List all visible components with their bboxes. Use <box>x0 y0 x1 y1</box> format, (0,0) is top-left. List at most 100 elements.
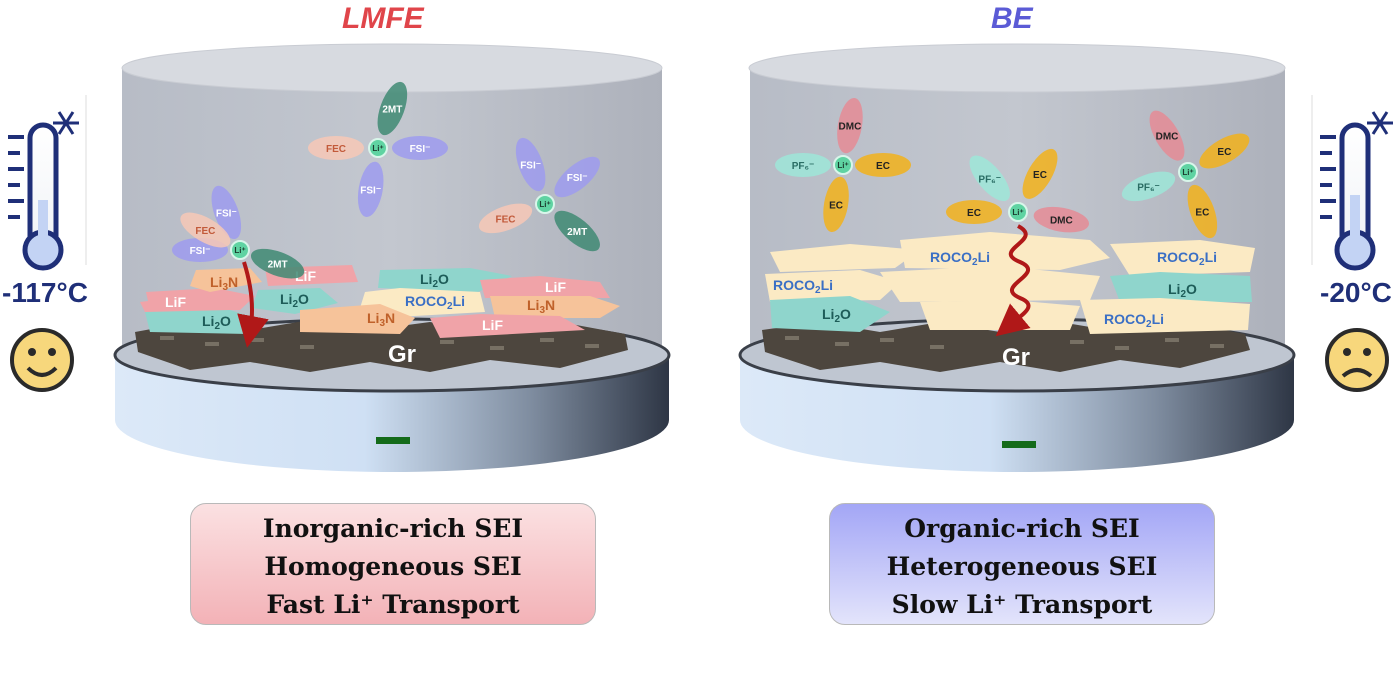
ligand-label: FEC <box>195 226 215 237</box>
left-sei-li2o-2: Li2O <box>280 291 309 310</box>
ligand-label: FSI⁻ <box>520 161 541 172</box>
li-ion-label: Li⁺ <box>234 246 245 255</box>
ligand-label: FSI⁻ <box>216 208 237 219</box>
li-ion <box>1008 202 1028 222</box>
left-solvation-cluster: FSI⁻ FSI⁻ 2MT FEC Li⁺ <box>478 137 600 252</box>
right-panel-title: BE <box>991 2 1033 35</box>
left-panel-title: LMFE <box>342 2 424 35</box>
sad-face-icon <box>1325 328 1389 392</box>
happy-face-icon <box>10 328 74 392</box>
ligand-molecule <box>180 212 231 248</box>
right-caption-line-1: Organic-rich SEI <box>904 514 1140 543</box>
ligand-label: EC <box>967 208 981 219</box>
ligand-label: FSI⁻ <box>567 173 588 184</box>
li-ion <box>535 194 555 214</box>
left-minus-sign <box>376 437 410 444</box>
left-solvation-structures: FEC2MTFSI⁻FSI⁻Li⁺FSI⁻2MTFSI⁻FECLi⁺FSI⁻FS… <box>172 81 600 279</box>
right-sei-roco2li-2: ROCO2Li <box>1157 249 1217 268</box>
left-cylinder-body <box>122 68 662 345</box>
right-caption-line-3: Slow Li⁺ Transport <box>891 590 1153 619</box>
ligand-molecule <box>377 81 408 136</box>
ligand-molecule <box>837 97 863 154</box>
li-ion <box>833 155 853 175</box>
ligand-molecule <box>554 210 600 252</box>
ligand-label: FEC <box>496 214 516 225</box>
left-caption-line-3: Fast Li⁺ Transport <box>266 590 520 619</box>
ligand-molecule <box>357 161 384 218</box>
ligand-molecule <box>1022 148 1058 199</box>
ligand-label: FSI⁻ <box>190 246 211 257</box>
right-sei-li2o-1: Li2O <box>1168 281 1197 300</box>
right-snowflake-icon <box>1367 111 1393 135</box>
ligand-molecule <box>478 203 533 234</box>
right-graphite-layer <box>762 322 1250 372</box>
ligand-molecule <box>855 153 911 177</box>
left-caption-line-2: Homogeneous SEI <box>264 552 522 581</box>
ligand-label: EC <box>1033 170 1047 181</box>
li-ion-label: Li⁺ <box>1012 208 1023 217</box>
left-thermometer-icon <box>8 95 87 271</box>
left-li-transport-arrow <box>237 261 269 348</box>
ligand-molecule <box>1121 171 1176 202</box>
ligand-label: 2MT <box>268 260 288 271</box>
ligand-molecule <box>211 185 242 240</box>
left-sei-lif-4: LiF <box>482 317 503 333</box>
left-snowflake-icon <box>53 111 79 135</box>
ligand-label: PF₆⁻ <box>1137 182 1160 193</box>
ligand-label: DMC <box>1156 132 1179 143</box>
ligand-label: DMC <box>1050 216 1073 227</box>
left-sei-li2o-1: Li2O <box>202 313 231 332</box>
left-sei-li3n-2: Li3N <box>367 310 395 329</box>
li-ion-label: Li⁺ <box>539 200 550 209</box>
li-ion <box>230 240 250 260</box>
ligand-molecule <box>392 136 448 160</box>
ligand-molecule <box>250 248 305 279</box>
li-ion <box>368 138 388 158</box>
ligand-molecule <box>946 200 1002 224</box>
right-sei-li2o-2: Li2O <box>822 306 851 325</box>
ligand-molecule <box>515 137 546 192</box>
left-caption-box: Inorganic-rich SEI Homogeneous SEI Fast … <box>190 503 596 625</box>
ligand-molecule <box>1033 206 1089 233</box>
li-ion-label: Li⁺ <box>1182 168 1193 177</box>
ligand-label: FSI⁻ <box>410 144 431 155</box>
ligand-molecule <box>308 136 364 160</box>
right-li-transport-arrow <box>995 224 1031 337</box>
left-sei-li3n-1: Li3N <box>210 274 238 293</box>
li-ion-label: Li⁺ <box>837 161 848 170</box>
left-sei-lif-3: LiF <box>545 279 566 295</box>
ligand-molecule <box>554 156 600 198</box>
left-sei-layer <box>140 265 620 338</box>
ligand-molecule <box>1199 133 1250 169</box>
right-minus-sign <box>1002 441 1036 448</box>
ligand-label: EC <box>876 161 890 172</box>
ligand-molecule <box>1187 184 1218 239</box>
left-sei-li3n-3: Li3N <box>527 297 555 316</box>
right-temperature: -20°C <box>1320 277 1392 308</box>
ligand-label: 2MT <box>567 227 587 238</box>
ligand-molecule <box>775 153 831 177</box>
right-solvation-cluster: PF₆⁻ EC DMC EC Li⁺ <box>946 148 1089 233</box>
left-cylinder-top <box>121 43 663 93</box>
left-panel: Gr Li3N LiF Li2O LiF Li2O Li2O ROCO2Li L… <box>113 43 671 472</box>
left-caption-line-1: Inorganic-rich SEI <box>262 514 524 543</box>
ligand-label: FEC <box>326 144 346 155</box>
ligand-label: PF₆⁻ <box>978 174 1001 185</box>
left-electrode-label: Gr <box>388 341 416 368</box>
ligand-label: 2MT <box>382 105 402 116</box>
right-panel: Gr ROCO2Li ROCO2Li ROCO2Li Li2O Li2O ROC… <box>738 43 1296 472</box>
ligand-label: EC <box>1195 207 1209 218</box>
ligand-molecule <box>969 155 1010 202</box>
left-temperature: -117°C <box>2 277 88 308</box>
ligand-label: DMC <box>839 122 862 133</box>
left-sei-lif-1: LiF <box>165 294 186 310</box>
left-sei-li2o-3: Li2O <box>420 271 449 290</box>
ligand-molecule <box>823 176 849 233</box>
right-caption-box: Organic-rich SEI Heterogeneous SEI Slow … <box>829 503 1215 625</box>
li-ion-label: Li⁺ <box>372 144 383 153</box>
right-cylinder-top <box>748 43 1286 93</box>
